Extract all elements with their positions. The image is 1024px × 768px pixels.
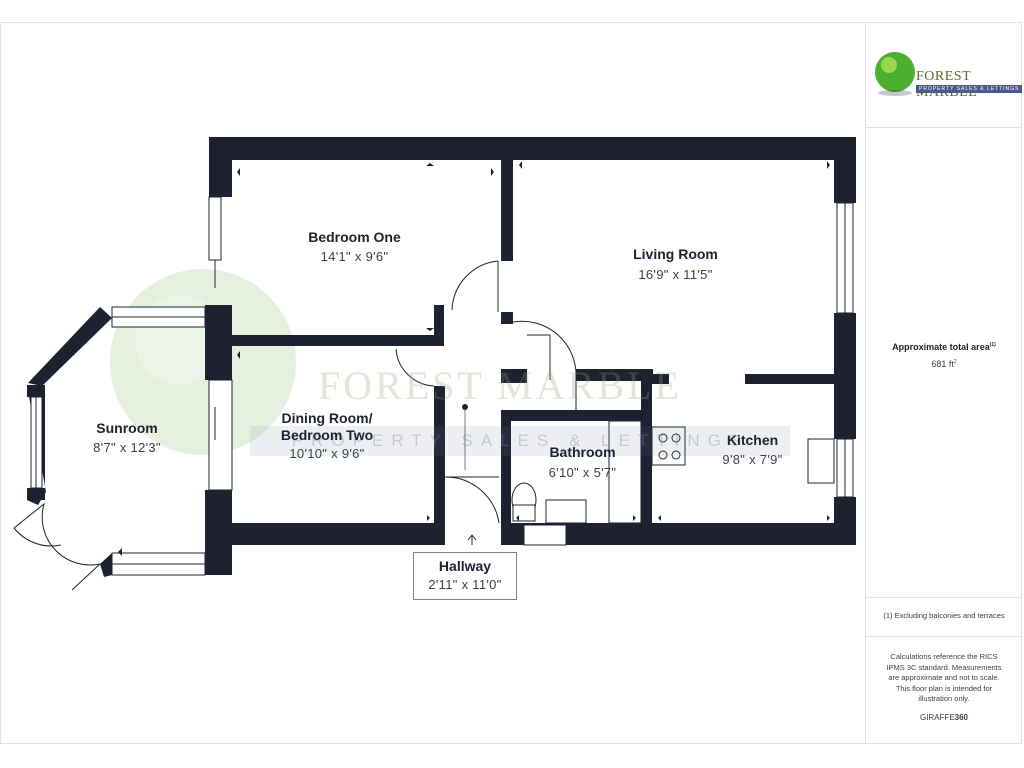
doors — [13, 260, 577, 591]
wall-divider-upper — [501, 160, 513, 261]
door-dining — [395, 348, 435, 387]
wall-left-bottom — [205, 490, 232, 575]
wall-left-top — [209, 137, 232, 197]
kitchen-sink — [807, 438, 835, 484]
wall-sunroom-corner-bottom — [27, 488, 45, 500]
entrance-arrow-icon — [467, 534, 477, 545]
brand-bold: 360 — [954, 713, 969, 722]
bathroom-window — [523, 524, 567, 546]
wall-dining-right — [434, 386, 445, 452]
hallway-label-box — [413, 552, 517, 600]
logo-orb — [875, 52, 915, 92]
wall-bath-left — [501, 410, 511, 525]
hallway-marker — [462, 404, 468, 410]
wall-dining-right-lower — [434, 450, 445, 525]
footnote: (1) Excluding balconies and terraces — [883, 611, 1005, 620]
hob-ring — [658, 450, 668, 460]
dimension-markers — [118, 161, 830, 556]
wall-bottom-left — [209, 523, 445, 545]
area-value-text: 681 ft — [931, 359, 954, 369]
room-dims-living-room: 16'9" x 11'5" — [638, 267, 713, 282]
bathroom-sink — [545, 499, 587, 524]
door-hallway-entrance — [444, 476, 500, 524]
area-label: Approximate total area(1) — [866, 342, 1022, 352]
wall-living-bottom-right — [745, 374, 856, 384]
sidebar-rule — [866, 127, 1022, 128]
hob-ring — [658, 433, 668, 443]
area-value: 681 ft2 — [866, 359, 1022, 369]
room-name-dining-line1: Dining Room/ — [281, 410, 373, 426]
brand-mark: GIRAFFE360 — [866, 713, 1022, 722]
area-unit-sup: 2 — [953, 359, 957, 365]
wall-bath-top — [501, 410, 651, 421]
wall-top — [209, 137, 856, 160]
room-dims-hallway: 2'11" x 11'0" — [428, 577, 502, 592]
wall-bath-stub — [501, 369, 527, 383]
toilet-cistern — [512, 504, 536, 522]
window-sunroom-door — [208, 379, 233, 491]
disclaimer: Calculations reference the RICS IPMS 3C … — [886, 652, 1002, 703]
sidebar-rule — [866, 597, 1022, 598]
wall-divider-stub — [501, 312, 513, 324]
sidebar-rule — [866, 636, 1022, 637]
room-name-bedroom-one: Bedroom One — [308, 229, 401, 245]
room-name-hallway: Hallway — [438, 558, 492, 574]
wall-bedroom-corner — [434, 305, 444, 346]
area-label-text: Approximate total area — [892, 342, 990, 352]
room-dims-bathroom: 6'10" x 5'7" — [548, 465, 617, 480]
page-frame — [0, 22, 1022, 744]
room-dims-bedroom-one: 14'1" x 9'6" — [320, 249, 389, 264]
wall-right-upper — [834, 137, 856, 203]
hob-ring — [671, 450, 681, 460]
room-name-bathroom: Bathroom — [549, 444, 616, 460]
room-dims-dining: 10'10" x 9'6" — [289, 446, 365, 461]
door-sunroom — [13, 502, 102, 591]
walls — [27, 137, 856, 577]
wall-living-bottom-left — [576, 369, 653, 381]
logo-orb-shadow — [878, 90, 912, 96]
wall-bottom-right — [501, 523, 856, 545]
wall-kitchen-left — [641, 369, 652, 525]
window-bedroom — [208, 196, 222, 261]
logo-tagline: PROPERTY SALES & LETTINGS — [916, 85, 1023, 93]
hob — [651, 426, 686, 466]
room-dims-sunroom: 8'7" x 12'3" — [93, 440, 161, 455]
logo-orb-highlight — [881, 57, 897, 73]
door-living — [512, 320, 577, 410]
sidebar-divider — [865, 22, 866, 744]
wall-sunroom-corner-low — [100, 553, 112, 577]
wall-left-middle — [205, 305, 232, 380]
room-dims-kitchen: 9'8" x 7'9" — [722, 452, 783, 467]
room-name-living-room: Living Room — [633, 246, 718, 262]
bathtub — [608, 420, 642, 524]
door-bedroom-one — [451, 260, 499, 311]
hob-ring — [671, 433, 681, 443]
area-note-marker: (1) — [989, 342, 996, 348]
brand-light: GIRAFFE — [919, 713, 955, 722]
watermark-name: FOREST MARBLE — [318, 363, 682, 408]
room-name-dining-line2: Bedroom Two — [280, 427, 374, 443]
wall-sunroom-corner-top — [27, 385, 45, 397]
window-lines — [35, 203, 846, 565]
wall-kitchen-top-stub — [641, 374, 669, 384]
room-name-kitchen: Kitchen — [726, 432, 779, 448]
watermark-tagline: PROPERTY SALES & LETTINGS — [250, 426, 790, 456]
room-name-sunroom: Sunroom — [96, 420, 158, 436]
wall-sunroom-diag-top — [28, 307, 112, 386]
wall-bedroom-bottom — [232, 335, 444, 346]
